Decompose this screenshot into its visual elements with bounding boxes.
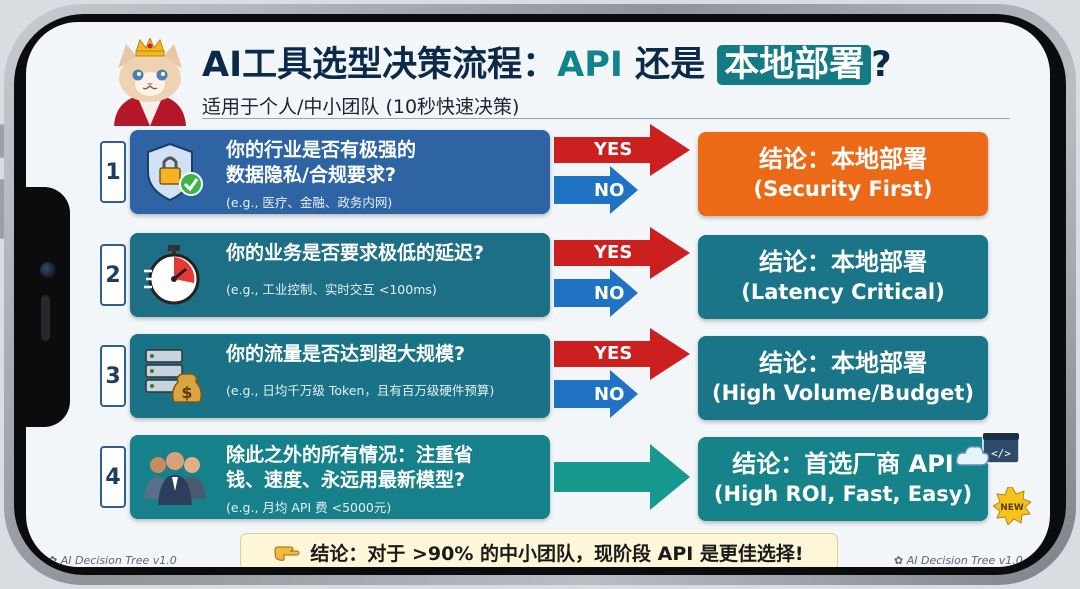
result-card: 结论：首选厂商 API (High ROI, Fast, Easy) (698, 437, 988, 521)
result-card: 结论：本地部署 (Security First) (698, 132, 988, 216)
watermark-right-text: AI Decision Tree v1.0 (907, 554, 1023, 567)
question-line-2: 钱、速度、永远用最新模型? (226, 468, 546, 493)
question-example: (e.g., 医疗、金融、政务内网) (226, 192, 392, 211)
step-number: 1 (100, 141, 126, 203)
server-money-icon: $ (144, 346, 206, 406)
question-card: 除此之外的所有情况：注重省 钱、速度、永远用最新模型? (e.g., 月均 AP… (130, 435, 550, 519)
watermark-left-text: AI Decision Tree v1.0 (61, 554, 177, 567)
shield-lock-icon (144, 142, 206, 202)
camera-icon (40, 262, 56, 278)
question-example: (e.g., 工业控制、实时交互 <100ms) (226, 279, 437, 298)
question-text: 你的行业是否有极强的 数据隐私/合规要求? (226, 138, 546, 188)
question-text: 除此之外的所有情况：注重省 钱、速度、永远用最新模型? (226, 443, 546, 493)
watermark-right: ✿ AI Decision Tree v1.0 (894, 554, 1023, 567)
result-title: 结论：本地部署 (698, 247, 988, 278)
direct-arrow (554, 432, 694, 522)
phone-side-button (0, 124, 4, 158)
result-reason: (High Volume/Budget) (698, 379, 988, 408)
question-line-1: 你的流量是否达到超大规模? (226, 342, 546, 367)
arrow-right-icon (554, 432, 694, 522)
question-line-1: 你的业务是否要求极低的延迟? (226, 241, 546, 266)
stopwatch-icon (144, 245, 206, 305)
screen: AI工具选型决策流程：API 还是 本地部署? 适用于个人/中小团队 (10秒快… (26, 22, 1050, 567)
no-label: NO (594, 180, 624, 201)
no-label: NO (594, 283, 624, 304)
question-card: 你的行业是否有极强的 数据隐私/合规要求? (e.g., 医疗、金融、政务内网) (130, 130, 550, 214)
branch-arrows: YES NO (554, 124, 694, 214)
pointing-hand-icon (274, 542, 300, 562)
team-icon (144, 447, 206, 507)
header-divider (202, 118, 1010, 119)
new-badge-icon: NEW (993, 487, 1031, 525)
result-title: 结论：本地部署 (698, 348, 988, 379)
title-end: ? (871, 45, 891, 85)
result-reason: (High ROI, Fast, Easy) (698, 480, 988, 509)
phone-volume-button (0, 179, 4, 239)
camera-notch (26, 187, 70, 427)
speaker-icon (41, 295, 50, 341)
step-number: 3 (100, 345, 126, 407)
conclusion-text: 结论：对于 >90% 的中小团队，现阶段 API 是更佳选择! (310, 539, 803, 566)
yes-label: YES (594, 242, 632, 263)
result-title: 结论：首选厂商 API (698, 449, 988, 480)
question-text: 你的业务是否要求极低的延迟? (226, 241, 546, 266)
result-reason: (Security First) (698, 175, 988, 204)
question-card: $ 你的流量是否达到超大规模? (e.g., 日均千万级 Token，且有百万级… (130, 334, 550, 418)
title-text: AI工具选型决策流程： (202, 45, 557, 85)
title-api: API (557, 45, 623, 85)
question-line-2: 数据隐私/合规要求? (226, 163, 546, 188)
question-card: 你的业务是否要求极低的延迟? (e.g., 工业控制、实时交互 <100ms) (130, 233, 550, 317)
title-highlight: 本地部署 (717, 45, 871, 85)
conclusion-banner: 结论：对于 >90% 的中小团队，现阶段 API 是更佳选择! (240, 533, 838, 567)
svg-text:$: $ (181, 383, 192, 402)
page-title: AI工具选型决策流程：API 还是 本地部署? (202, 36, 892, 87)
result-title: 结论：本地部署 (698, 144, 988, 175)
watermark-left: ✿ AI Decision Tree v1.0 (48, 554, 177, 567)
question-line-1: 你的行业是否有极强的 (226, 138, 546, 163)
question-text: 你的流量是否达到超大规模? (226, 342, 546, 367)
step-number: 2 (100, 244, 126, 306)
question-example: (e.g., 月均 API 费 <5000元) (226, 497, 391, 516)
code-glyph: </> (991, 447, 1011, 460)
yes-label: YES (594, 343, 632, 364)
yes-label: YES (594, 139, 632, 160)
cat-king-mascot-icon (108, 38, 192, 126)
cloud-code-icon: </> (955, 431, 1021, 471)
result-reason: (Latency Critical) (698, 278, 988, 307)
title-mid: 还是 (623, 45, 717, 85)
question-line-1: 除此之外的所有情况：注重省 (226, 443, 546, 468)
branch-arrows: YES NO (554, 227, 694, 317)
step-number: 4 (100, 446, 126, 508)
result-card: 结论：本地部署 (Latency Critical) (698, 235, 988, 319)
branch-arrows: YES NO (554, 328, 694, 418)
result-card: 结论：本地部署 (High Volume/Budget) (698, 336, 988, 420)
question-example: (e.g., 日均千万级 Token，且有百万级硬件预算) (226, 380, 494, 399)
no-label: NO (594, 384, 624, 405)
page-subtitle: 适用于个人/中小团队 (10秒快速决策) (202, 92, 519, 119)
new-label: NEW (1000, 503, 1024, 513)
